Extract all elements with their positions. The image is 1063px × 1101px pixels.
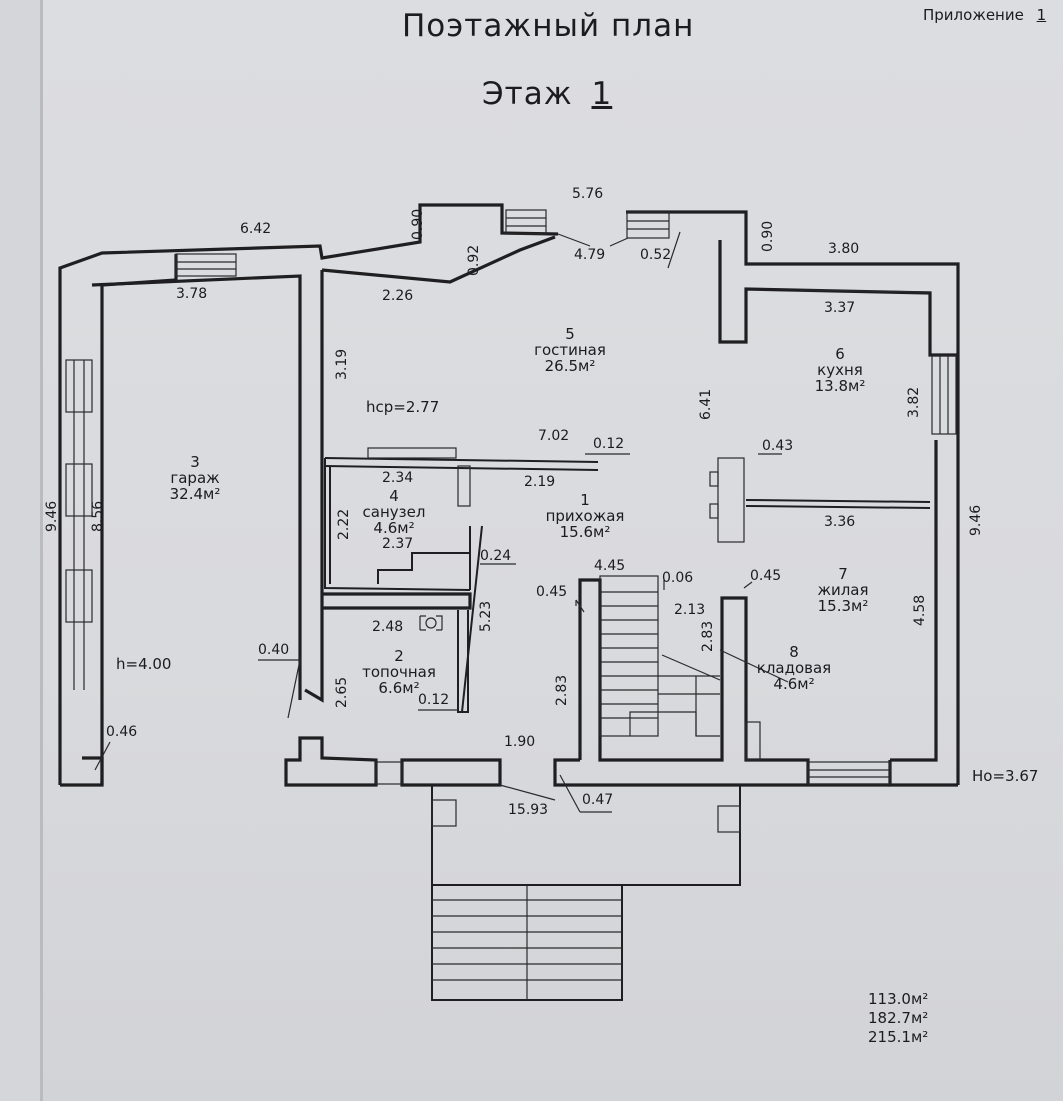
dim-2-26: 2.26 <box>382 288 414 304</box>
dim-0-12a: 0.12 <box>593 436 625 452</box>
floor-number: 1 <box>591 76 613 112</box>
plan-title: Поэтажный план <box>402 8 695 44</box>
outer-walls <box>58 203 960 787</box>
stair <box>599 575 721 737</box>
dim-2-65: 2.65 <box>334 676 350 708</box>
dim-4-58: 4.58 <box>912 594 928 626</box>
porch <box>431 785 741 1001</box>
dim-0-92: 0.92 <box>466 244 482 276</box>
dim-2-19: 2.19 <box>524 474 556 490</box>
dim-6-41: 6.41 <box>698 388 714 420</box>
total-area-2: 182.7м² <box>868 1009 929 1027</box>
dim-6-42: 6.42 <box>240 221 272 237</box>
inner-walls <box>322 289 931 761</box>
dim-3-36: 3.36 <box>824 514 856 530</box>
dim-2-22: 2.22 <box>336 508 352 540</box>
height-garage: h=4.00 <box>116 655 172 673</box>
dim-2-48: 2.48 <box>372 619 404 635</box>
dim-0-40: 0.40 <box>258 642 290 658</box>
dim-0-43: 0.43 <box>762 438 794 454</box>
dim-9-46a: 9.46 <box>44 500 60 532</box>
boiler-symbol <box>419 615 443 631</box>
height-hcp: hср=2.77 <box>366 398 440 416</box>
dim-2-83b: 2.83 <box>554 674 570 706</box>
windows <box>65 209 957 785</box>
dim-7-02: 7.02 <box>538 428 570 444</box>
dim-0-90b: 0.90 <box>760 220 776 252</box>
appendix-number: 1 <box>1036 6 1047 24</box>
drawing-sheet <box>40 0 1063 1101</box>
binding-fold <box>40 0 43 1101</box>
dim-3-37: 3.37 <box>824 300 856 316</box>
dim-9-46b: 9.46 <box>968 504 984 536</box>
dim-0-46: 0.46 <box>106 724 138 740</box>
appendix-label: Приложение 1 <box>923 6 1047 24</box>
dim-0-45b: 0.45 <box>750 568 782 584</box>
dim-0-90a: 0.90 <box>410 208 426 240</box>
floor-label: Этаж 1 <box>482 76 613 112</box>
dim-2-34: 2.34 <box>382 470 414 486</box>
dim-3-82: 3.82 <box>906 386 922 418</box>
dim-5-76: 5.76 <box>572 186 604 202</box>
total-area-1: 113.0м² <box>868 990 929 1008</box>
dim-2-37: 2.37 <box>382 536 414 552</box>
dim-4-45: 4.45 <box>594 558 626 574</box>
dim-0-12b: 0.12 <box>418 692 450 708</box>
height-ho: Hо=3.67 <box>972 767 1039 785</box>
dim-0-52: 0.52 <box>640 247 672 263</box>
dim-0-45a: 0.45 <box>536 584 568 600</box>
dim-2-83a: 2.83 <box>700 620 716 652</box>
dim-3-78: 3.78 <box>176 286 208 302</box>
dim-0-06: 0.06 <box>662 570 694 586</box>
leader-lines <box>94 231 789 813</box>
area-totals: 113.0м² 182.7м² 215.1м² <box>868 990 928 1047</box>
dim-0-47: 0.47 <box>582 792 614 808</box>
dim-0-24: 0.24 <box>480 548 512 564</box>
dim-5-23: 5.23 <box>478 600 494 632</box>
dim-1-90: 1.90 <box>504 734 536 750</box>
dim-15-93: 15.93 <box>508 802 549 818</box>
dim-3-19: 3.19 <box>334 348 350 380</box>
dim-4-79: 4.79 <box>574 247 606 263</box>
dim-3-80: 3.80 <box>828 241 860 257</box>
dim-2-13: 2.13 <box>674 602 706 618</box>
dim-8-56: 8.56 <box>90 500 106 532</box>
total-area-3: 215.1м² <box>868 1028 929 1046</box>
